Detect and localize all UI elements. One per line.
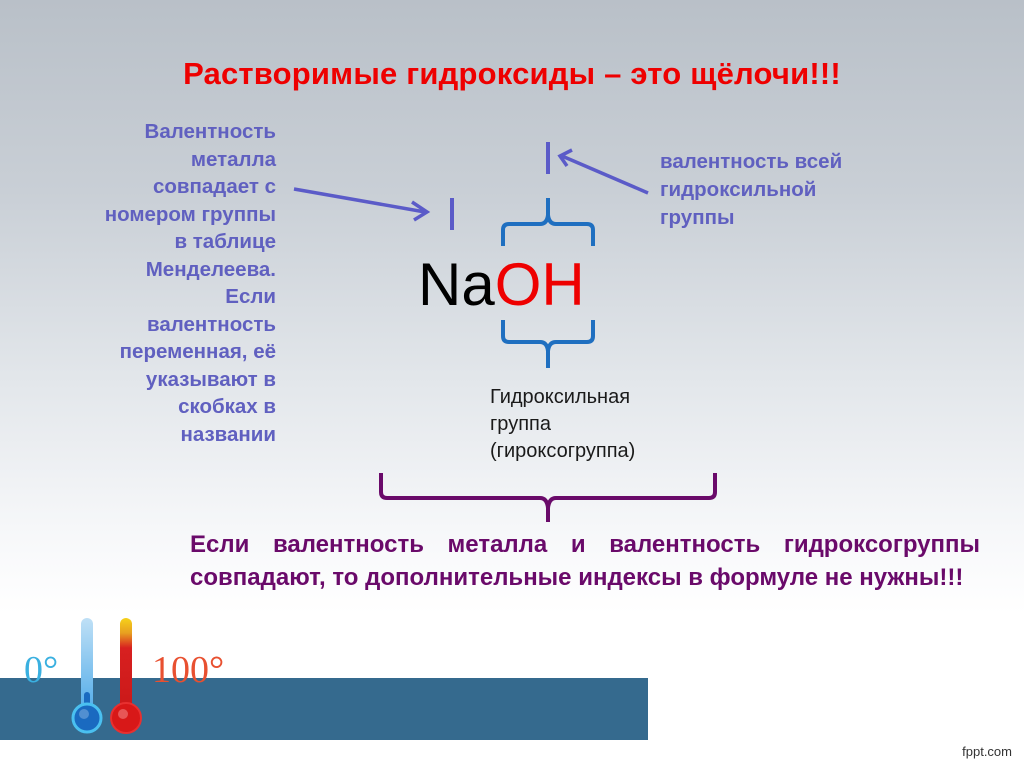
note-line: номером группы: [104, 202, 276, 226]
label-line: группа: [490, 413, 551, 435]
label-line: (гироксогруппа): [490, 440, 636, 462]
formula-hydroxide: OH: [494, 251, 585, 318]
zero-degrees-label: 0°: [24, 649, 59, 691]
note-line: переменная, её: [119, 340, 276, 363]
hundred-degrees-label: 100°: [152, 649, 225, 691]
rule-brace-icon: [379, 473, 717, 522]
label-line: Гидроксильная: [490, 386, 631, 408]
cold-thermometer-icon: [71, 618, 103, 734]
note-line: указывают в: [145, 367, 276, 391]
note-line: валентность всей: [660, 150, 843, 173]
formula-metal: Na: [418, 251, 495, 318]
note-line: совпадает с: [153, 175, 276, 198]
note-line: Валентность: [144, 120, 276, 143]
footer-band: [0, 678, 648, 740]
arrow-to-metal-valence-icon: [293, 187, 431, 222]
note-line: металла: [190, 147, 276, 171]
note-line: Менделеева.: [145, 257, 276, 281]
note-line: Если: [225, 285, 276, 308]
note-line: гидроксильной: [660, 178, 817, 201]
hydroxyl-group-label: Гидроксильная группа (гироксогруппа): [490, 384, 635, 465]
note-line: валентность: [147, 312, 276, 336]
note-line: названии: [180, 422, 276, 446]
metal-valence-note: Валентность металла совпадает с номером …: [40, 118, 276, 448]
chemical-formula: NaOH: [418, 250, 585, 320]
note-line: группы: [660, 206, 735, 229]
rule-statement: Если валентность металла и валентность г…: [190, 531, 980, 591]
brand-watermark: fppt.com: [962, 744, 1012, 759]
note-line: скобках в: [178, 395, 276, 418]
slide-title: Растворимые гидроксиды – это щёлочи!!!: [183, 56, 841, 91]
arrow-to-hydroxyl-valence-icon: [557, 148, 649, 195]
bottom-brace-icon: [501, 320, 595, 368]
note-line: в таблице: [174, 230, 276, 253]
hydroxyl-valence-note: валентность всей гидроксильной группы: [660, 148, 920, 232]
hot-thermometer-icon: [110, 618, 142, 734]
top-brace-icon: [501, 198, 595, 246]
